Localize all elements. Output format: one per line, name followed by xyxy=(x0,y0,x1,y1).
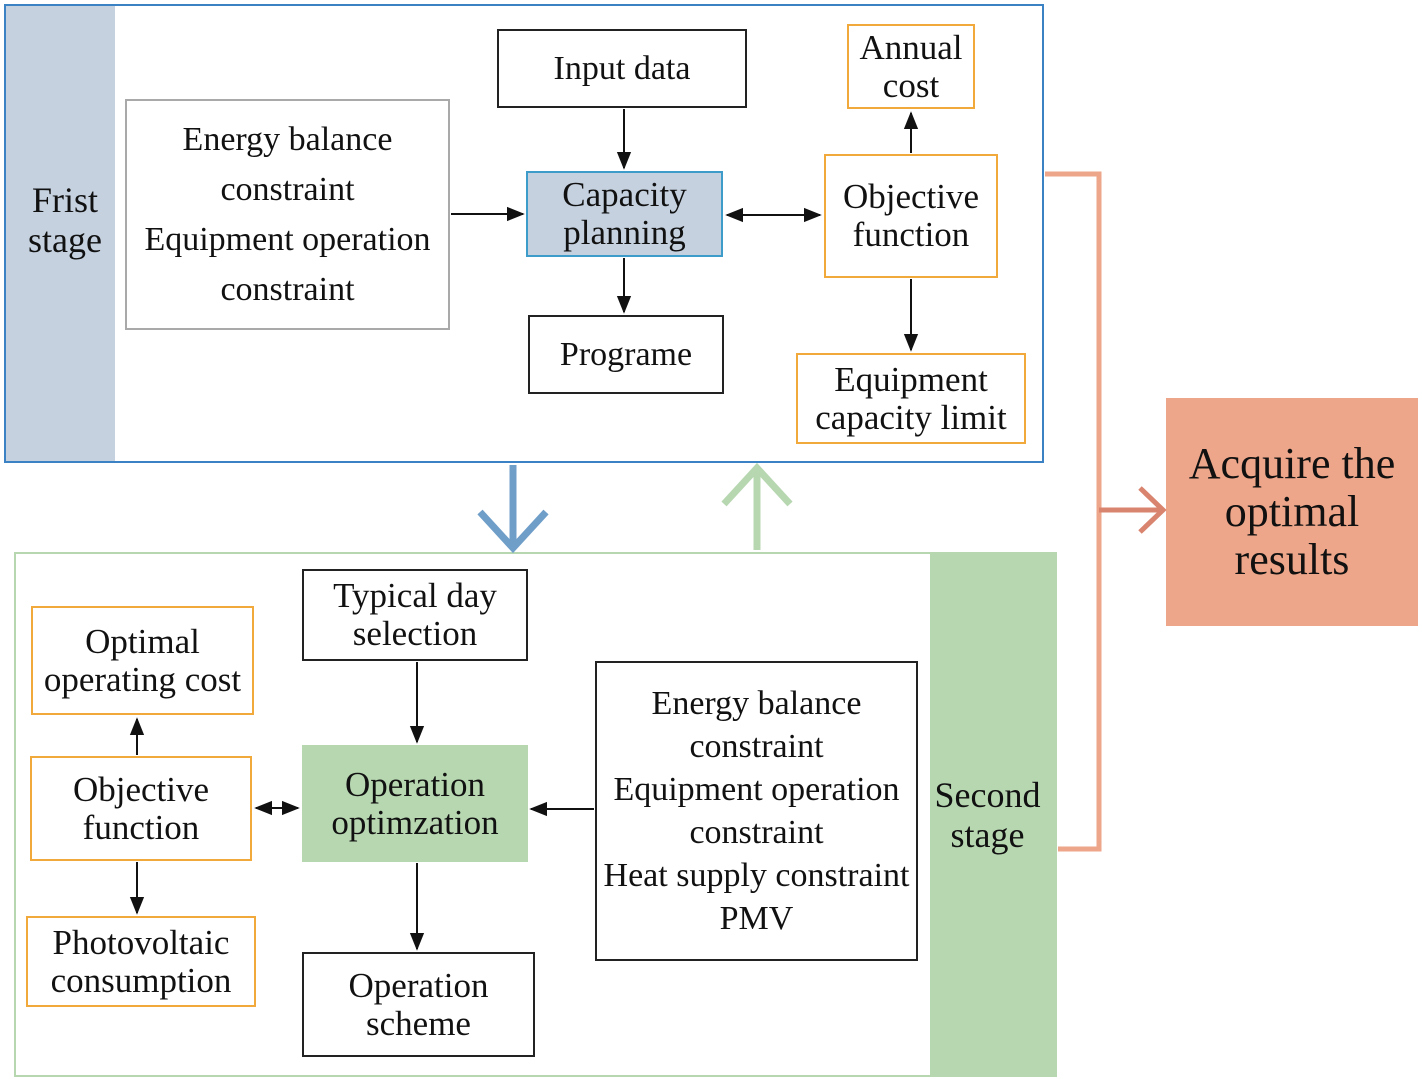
operation-optimization-box: Operation optimzation xyxy=(302,745,528,862)
capacity-planning-box: Capacity planning xyxy=(526,171,723,257)
down-arrow-first-to-second xyxy=(477,465,549,554)
optimal-operating-cost-box: Optimal operating cost xyxy=(31,606,254,715)
result-bracket-arrow xyxy=(1045,171,1167,852)
up-arrow-second-to-first xyxy=(721,462,793,550)
second-stage-constraints-box: Energy balance constraint Equipment oper… xyxy=(595,661,918,961)
first-stage-constraints-box: Energy balance constraint Equipment oper… xyxy=(125,99,450,330)
equipment-capacity-limit-box: Equipment capacity limit xyxy=(796,353,1026,444)
typical-day-selection-box: Typical day selection xyxy=(302,569,528,661)
second-stage-objective-function-box: Objective function xyxy=(30,756,252,861)
photovoltaic-consumption-box: Photovoltaic consumption xyxy=(26,916,256,1007)
first-stage-label: Frist stage xyxy=(28,180,102,260)
annual-cost-box: Annual cost xyxy=(847,24,975,109)
input-data-box: Input data xyxy=(497,29,747,108)
second-stage-band xyxy=(930,554,1055,1075)
optimal-results-box: Acquire the optimal results xyxy=(1166,398,1418,626)
operation-scheme-box: Operation scheme xyxy=(302,952,535,1057)
second-stage-label: Second stage xyxy=(934,775,1041,855)
first-stage-panel xyxy=(4,4,1044,463)
programe-box: Programe xyxy=(528,315,724,394)
first-stage-band xyxy=(6,6,115,461)
first-stage-objective-function-box: Objective function xyxy=(824,154,998,278)
